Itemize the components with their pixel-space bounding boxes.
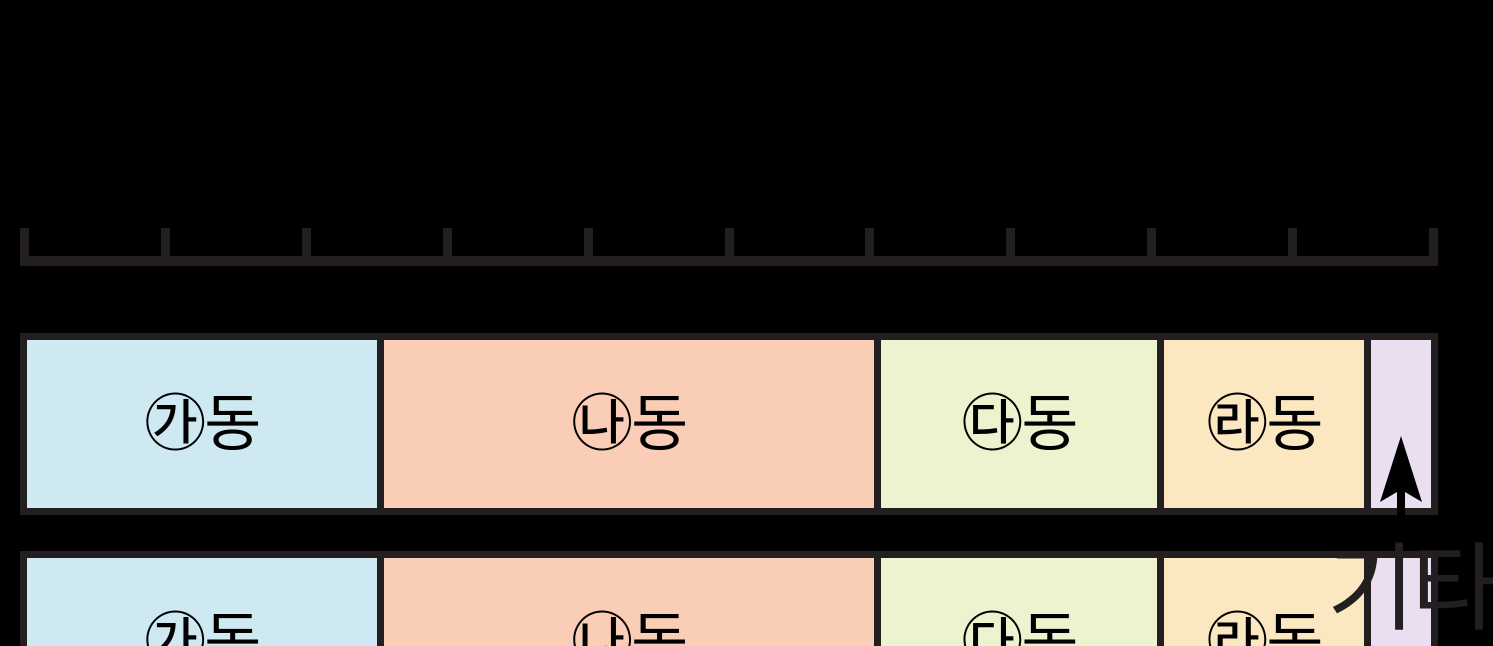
building-segment[interactable]: ㉱동 (1164, 558, 1371, 646)
ruler-tick (1147, 228, 1157, 266)
ruler-tick (1006, 228, 1016, 266)
building-segment[interactable]: ㉰동 (880, 340, 1165, 508)
building-strip-row-2: ㉮동 ㉯동 ㉰동 ㉱동 (20, 551, 1438, 646)
etc-annotation-label: 기타 (1327, 533, 1493, 645)
building-strip-row-1: ㉮동 ㉯동 ㉰동 ㉱동 (20, 333, 1438, 556)
ruler-tick (1429, 228, 1438, 266)
ruler-tick (301, 228, 311, 266)
building-segment-label: ㉱동 (1206, 387, 1323, 460)
building-segment-label: ㉰동 (961, 387, 1078, 460)
building-segment-label: ㉯동 (571, 605, 688, 646)
building-segment-label: ㉰동 (961, 605, 1078, 646)
building-segment[interactable]: ㉯동 (383, 340, 881, 508)
ruler-tick (20, 228, 29, 266)
building-segment-label: ㉯동 (571, 387, 688, 460)
building-segment[interactable]: ㉮동 (27, 558, 384, 646)
ruler-tick (583, 228, 593, 266)
ruler-tick (160, 228, 170, 266)
ruler-tick (865, 228, 875, 266)
building-segment[interactable] (1370, 340, 1431, 556)
measurement-ruler (20, 228, 1438, 266)
ruler-tick (442, 228, 452, 266)
building-segment[interactable]: ㉰동 (880, 558, 1165, 646)
building-segment-label: ㉮동 (144, 387, 261, 460)
building-segment[interactable]: ㉮동 (27, 340, 384, 508)
building-segment[interactable] (1370, 558, 1431, 646)
ruler-tick (1288, 228, 1298, 266)
building-segment-label: ㉱동 (1206, 605, 1323, 646)
building-segment[interactable]: ㉱동 (1164, 340, 1371, 508)
ruler-tick (724, 228, 734, 266)
building-segment[interactable]: ㉯동 (383, 558, 881, 646)
building-segment-label: ㉮동 (144, 605, 261, 646)
